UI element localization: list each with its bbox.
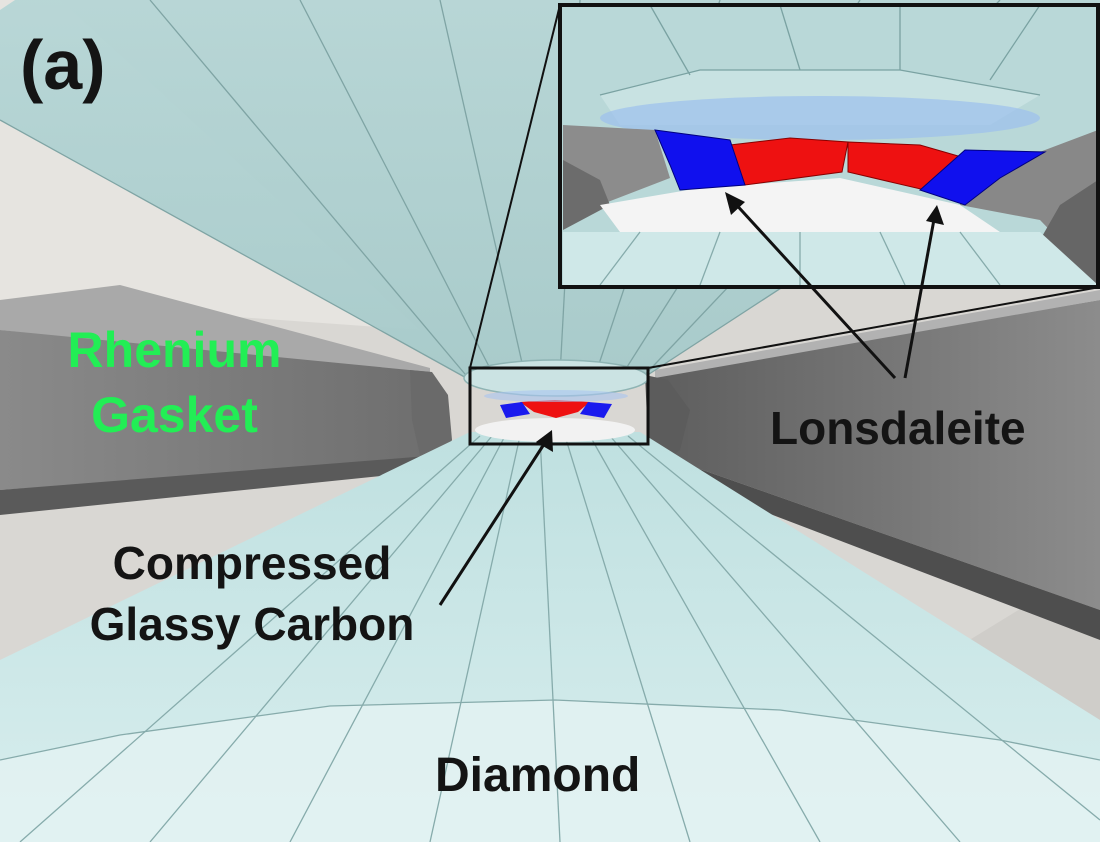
lonsdaleite-left xyxy=(500,402,530,418)
zoom-inset xyxy=(558,3,1100,289)
arrowhead-lonsdaleite-left xyxy=(725,192,745,215)
lonsdaleite-label: Lonsdaleite xyxy=(770,402,1026,454)
lonsdaleite-arrow-left xyxy=(730,198,897,380)
rhenium-gasket-label: Rhenium Gasket xyxy=(52,318,297,448)
gasket-left-top-face xyxy=(0,285,430,378)
gasket-label-line-1: Rhenium xyxy=(67,322,282,378)
lonsdaleite-right xyxy=(580,402,612,418)
panel-label: (a) xyxy=(20,26,106,104)
arrowheads xyxy=(536,192,944,452)
glassy-carbon-label-line-2: Glassy Carbon xyxy=(89,598,415,651)
sample-chamber-floor xyxy=(475,418,635,442)
inset-chamber-floor xyxy=(600,178,1000,232)
gasket-step-left xyxy=(410,370,452,460)
inset-gasket-left-step xyxy=(563,160,610,230)
diamond-label: Diamond xyxy=(435,749,641,802)
gasket-label-line-2: Gasket xyxy=(91,387,258,443)
zoom-box xyxy=(468,366,650,446)
glassy-carbon-arrow xyxy=(438,437,550,606)
sample-chamber-haze xyxy=(484,390,628,402)
zoom-connector-left xyxy=(469,4,561,369)
glassy-carbon-sample xyxy=(520,400,590,418)
zoom-connector-right xyxy=(647,286,1100,369)
inset-lower-facet-lines xyxy=(599,231,1001,286)
gasket-right xyxy=(655,300,1100,610)
gasket-right-top-face xyxy=(655,290,1100,378)
gasket-left-bottom-edge xyxy=(0,455,440,515)
arrowhead-glassy-carbon xyxy=(536,430,553,452)
inset-gasket-right-step xyxy=(1040,180,1098,285)
lower-diamond-band xyxy=(0,700,1100,842)
arrowhead-lonsdaleite-right xyxy=(926,205,944,225)
gasket-right-bottom-edge xyxy=(655,455,1100,640)
inset-culet-haze xyxy=(600,96,1040,140)
inset-lonsdaleite-left xyxy=(654,129,746,191)
inset-border xyxy=(558,3,1100,289)
lonsdaleite-arrow-right xyxy=(903,213,937,379)
inset-upper-facet-lines xyxy=(599,4,1041,96)
pointer-arrows xyxy=(438,198,937,606)
gasket-left xyxy=(0,330,440,490)
glassy-carbon-label-line-1: Compressed xyxy=(112,537,392,589)
inset-lower-diamond xyxy=(563,232,1098,285)
inset-lonsdaleite-right xyxy=(919,149,1047,206)
glassy-carbon-label: Compressed Glassy Carbon xyxy=(62,533,442,655)
lower-diamond-facet-lines xyxy=(0,435,1100,842)
